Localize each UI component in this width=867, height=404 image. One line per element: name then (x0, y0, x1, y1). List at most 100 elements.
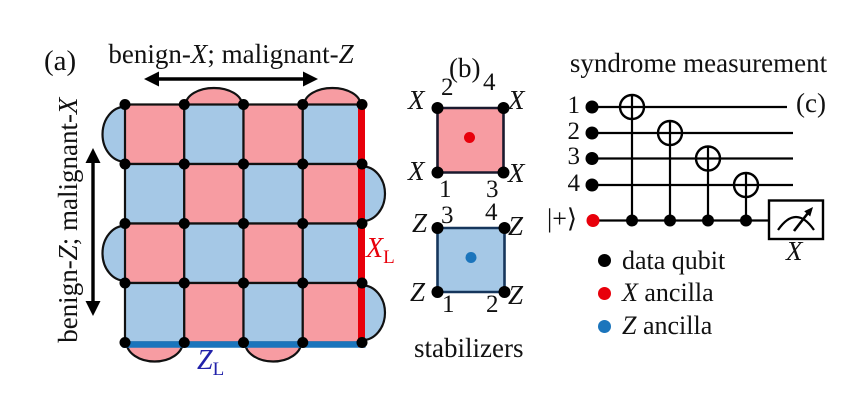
legend-prefix-2: X (622, 278, 638, 307)
plaquette-cell (183, 281, 245, 344)
logical-x-subscript: L (383, 247, 395, 268)
data-qubit-dot (356, 218, 368, 229)
plaquette-cell (183, 162, 245, 225)
data-qubit-dot (356, 337, 368, 348)
plaquette-cell (123, 103, 186, 166)
boundary-bump-top (184, 86, 243, 105)
data-qubit-dot (297, 158, 309, 170)
logical-x-letter: X (366, 233, 384, 264)
wire-start-dot (585, 126, 599, 140)
cnot-target (656, 119, 684, 147)
z-qubit-number-tr: 4 (485, 199, 498, 226)
data-qubit-dot (297, 218, 309, 229)
z-stabilizer-corner-dot (498, 222, 511, 234)
x-qubit-number-bl: 1 (439, 176, 452, 203)
left-axis-label: benign-Z; malignant-X (52, 89, 83, 351)
axis-arrows (85, 71, 318, 316)
data-qubit-dot (119, 277, 131, 289)
plaquette-cell (123, 162, 186, 225)
x-ancilla-start-dot (586, 214, 600, 227)
plaquette-cell (301, 103, 364, 166)
circuit-title: syndrome measurement (569, 48, 828, 78)
plaquette-cell (301, 162, 364, 225)
legend-dot-z-ancilla (598, 320, 611, 333)
data-qubit-dot (238, 99, 249, 110)
logical-z-subscript: L (212, 359, 225, 380)
measurement-basis-label: X (786, 236, 803, 266)
z-corner-label-tr: Z (508, 211, 524, 241)
x-stabilizer-corner-dot (497, 102, 510, 114)
z-qubit-number-bl: 1 (442, 291, 455, 318)
top-label-z: Z (338, 39, 354, 69)
top-label-x: X (190, 39, 208, 69)
data-qubit-dot (356, 277, 368, 289)
horizontal-arrow-head-left (144, 71, 159, 87)
plaquette-cell (123, 281, 186, 344)
plaquette-cell (242, 103, 304, 166)
x-qubit-number-tr: 4 (483, 69, 496, 96)
z-stabilizer-corner-dot (498, 286, 511, 298)
top-label-pre: benign- (108, 39, 191, 69)
syndrome-circuit (585, 93, 825, 241)
z-stabilizer-corner-dot (431, 286, 444, 298)
data-qubit-dot (356, 99, 368, 110)
boundary-bump-left (101, 105, 126, 163)
z-corner-label-br: Z (508, 280, 524, 310)
cnot-control-dot (740, 214, 752, 227)
wire-start-dot (585, 100, 599, 114)
wire-label-4: 4 (567, 170, 581, 197)
logical-z-letter: Z (197, 345, 213, 376)
plaquette-cell (242, 281, 304, 344)
data-qubit-dot (178, 99, 190, 110)
plaquette-cell (242, 162, 304, 225)
vertical-arrow-head-top (85, 148, 101, 163)
logical-x-label: XL (366, 233, 395, 268)
meter-needle-head (804, 207, 813, 217)
boundary-bump-top (303, 86, 362, 105)
wire-label-1: 1 (567, 92, 581, 119)
legend-dot-x-ancilla (598, 287, 611, 300)
x-stabilizer-corner-dot (497, 166, 510, 179)
surface-code-lattice (101, 86, 387, 363)
plaquette-cell (242, 222, 304, 285)
x-corner-label-bl: X (408, 156, 425, 186)
wire-start-dot (585, 152, 599, 165)
x-corner-label-tr: X (508, 85, 525, 115)
left-label-pre: benign- (52, 260, 83, 343)
vertical-arrow-head-bottom (85, 301, 101, 316)
measurement-box (767, 199, 825, 241)
data-qubit-dot (297, 337, 309, 348)
z-stabilizer-corner-dot (431, 222, 444, 234)
data-qubit-dot (297, 277, 309, 289)
x-qubit-number-tl: 2 (441, 74, 454, 101)
data-qubit-dot (297, 99, 309, 110)
horizontal-arrow-head-right (303, 71, 318, 87)
data-qubit-dot (238, 277, 249, 289)
panel-b-label: (b) (449, 53, 481, 83)
meter-arc (777, 215, 815, 231)
data-qubit-dot (356, 158, 368, 170)
data-qubit-dot (178, 277, 190, 289)
data-qubit-dot (238, 158, 249, 170)
z-qubit-number-tl: 3 (441, 202, 454, 229)
legend-label-x-ancilla: X ancilla (622, 279, 714, 306)
data-qubit-dot (119, 337, 131, 348)
logical-z-label: ZL (197, 345, 224, 380)
panel-c-label: (c) (796, 88, 826, 118)
stabilizers-caption: stabilizers (414, 333, 524, 363)
data-qubit-dot (238, 218, 249, 229)
cnot-target (694, 145, 722, 172)
boundary-bump-left (101, 224, 126, 282)
left-label-mid: ; malignant- (52, 114, 83, 246)
wire-start-dot (585, 178, 599, 192)
data-qubit-dot (178, 218, 190, 229)
legend-label-data-qubit: data qubit (622, 247, 725, 274)
panel-a-label: (a) (44, 45, 77, 77)
x-stabilizer-corner-dot (431, 166, 444, 179)
x-stabilizer-corner-dot (431, 102, 444, 114)
data-qubit-dot (178, 158, 190, 170)
boundary-bump-right (361, 165, 387, 223)
cnot-control-dot (702, 214, 714, 227)
wire-label-2: 2 (567, 118, 581, 145)
